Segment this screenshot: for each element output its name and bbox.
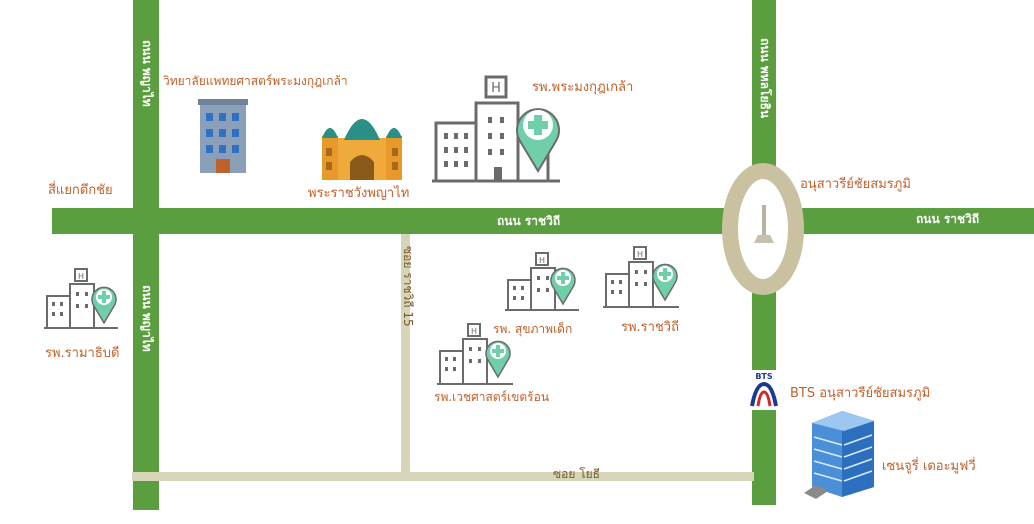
svg-text:H: H: [539, 256, 545, 265]
college-label: วิทยาลัยแพทยศาสตร์พระมงกุฎเกล้า: [163, 74, 348, 88]
palace-icon: [322, 119, 402, 180]
road-label-phayathai-bottom: ถนน พญาไท: [140, 285, 154, 352]
lane-soi-yothi: [132, 472, 754, 481]
svg-text:H: H: [637, 250, 643, 259]
bts-logo-icon: BTS: [748, 370, 780, 410]
road-label-phayathai-top: ถนน พญาไท: [140, 40, 154, 107]
victory-monument-icon: [754, 205, 774, 243]
road-phayathai: [133, 0, 159, 510]
hospital-icon-rajawithi: H: [603, 246, 679, 308]
palace-label: พระราชวังพญาไท: [308, 186, 410, 201]
century-label: เซนจูรี่ เดอะมูฟวี่: [882, 459, 976, 474]
road-rajawithi: [52, 208, 1034, 234]
hospital-icon-tropical: H: [437, 323, 513, 385]
hospital-icon-phramongkut: H: [432, 75, 560, 183]
century-building-icon: [804, 411, 874, 499]
intersection-label: สี่แยกตึกชัย: [48, 183, 113, 198]
tropical-hospital-label: รพ.เวชศาสตร์เขตร้อน: [434, 390, 550, 404]
road-label-rajawithi-west: ถนน ราชวิถี: [497, 214, 561, 228]
road-label-phahonyothin: ถนน พหลโยธิน: [758, 38, 772, 119]
svg-text:BTS: BTS: [755, 372, 773, 381]
hospital-icon-ramathibodi: H: [44, 268, 118, 329]
road-label-soi-yothi: ซอย โยธี: [553, 467, 600, 481]
victory-monument-label: อนุสาวรีย์ชัยสมรภูมิ: [800, 177, 911, 192]
svg-text:H: H: [491, 81, 501, 96]
road-label-soi-rajawithi-15: ซอย ราชวิถี 15: [401, 246, 415, 327]
svg-text:H: H: [78, 272, 84, 281]
children-hospital-label: รพ. สุขภาพเด็ก: [493, 322, 573, 336]
lane-soi-rajawithi-15: [401, 234, 410, 472]
bts-station-label: BTS อนุสาวรีย์ชัยสมรภูมิ: [790, 386, 931, 401]
svg-text:H: H: [471, 327, 477, 336]
ramathibodi-label: รพ.รามาธิบดี: [45, 346, 120, 361]
hospital-icon-children: H: [505, 252, 579, 311]
phramongkut-hospital-label: รพ.พระมงกุฎเกล้า: [532, 80, 634, 95]
road-label-rajawithi-east: ถนน ราชวิถี: [916, 212, 980, 226]
rajawithi-hospital-label: รพ.ราชวิถี: [621, 320, 679, 335]
college-building-icon: [198, 99, 248, 173]
